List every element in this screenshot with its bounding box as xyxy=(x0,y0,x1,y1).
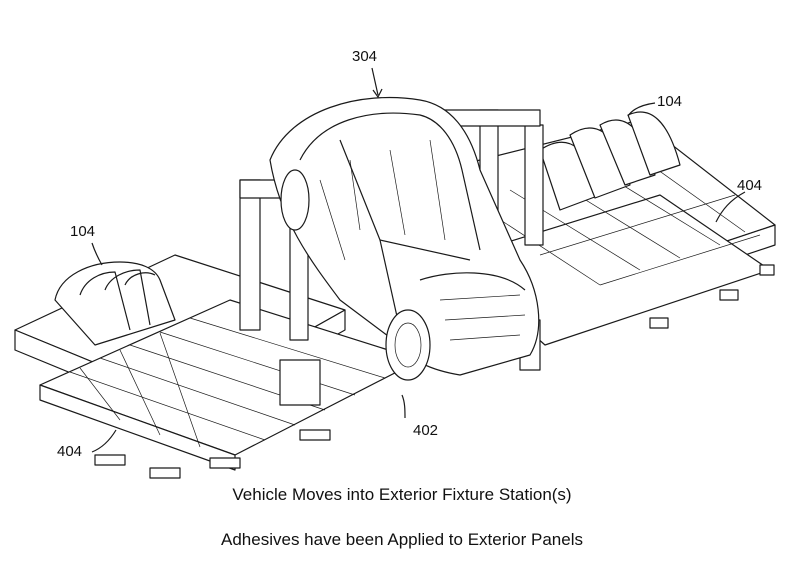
ref-label-fixture-right: 404 xyxy=(737,177,763,194)
ref-label-panels-left: 104 xyxy=(70,223,96,240)
caption-line-1: Vehicle Moves into Exterior Fixture Stat… xyxy=(232,485,572,504)
right-exterior-panels xyxy=(539,111,681,211)
ref-label-panels-right: 104 xyxy=(657,93,683,110)
caption-line-2: Adhesives have been Applied to Exterior … xyxy=(221,530,583,549)
left-exterior-panels xyxy=(54,261,176,346)
rear-wheel xyxy=(280,169,310,231)
vehicle-body xyxy=(269,96,540,381)
ref-label-vehicle: 304 xyxy=(352,48,378,65)
ref-label-fixture-left: 404 xyxy=(57,443,83,460)
ref-label-station: 402 xyxy=(413,422,439,439)
front-wheel xyxy=(385,309,431,381)
leader-lines xyxy=(91,67,746,453)
